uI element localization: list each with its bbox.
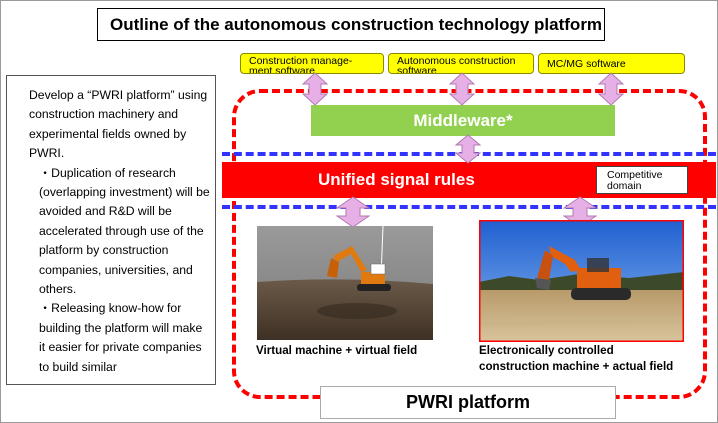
virtual-machine-caption: Virtual machine + virtual field: [256, 344, 418, 357]
competitive-domain-label: Competitive domain: [596, 166, 688, 194]
unified-signal-rules-label: Unified signal rules: [318, 170, 475, 189]
middleware-bar: Middleware*: [311, 105, 615, 136]
lower-blue-dashed-line: [222, 205, 716, 209]
mcmg-software-box: MC/MG software: [538, 53, 685, 74]
pwri-platform-label: PWRI platform: [320, 386, 616, 419]
diagram-title: Outline of the autonomous construction t…: [97, 8, 605, 41]
construction-management-software-box: Construction manage- ment software: [240, 53, 384, 74]
double-arrow-icon: [336, 196, 370, 228]
description-bullet-2: ・Releasing know-how for building the pla…: [39, 301, 203, 374]
double-arrow-icon: [449, 72, 475, 106]
autonomous-construction-software-box: Autonomous construction software: [388, 53, 534, 74]
double-arrow-icon: [455, 134, 481, 164]
actual-machine-caption: Electronically controlled construction m…: [479, 344, 674, 373]
description-bullet-1: ・Duplication of research (overlapping in…: [39, 165, 210, 297]
actual-machine-photo: [479, 220, 684, 342]
double-arrow-icon: [302, 72, 328, 106]
virtual-machine-image: [257, 226, 433, 340]
description-box: Develop a “PWRI platform” using construc…: [6, 75, 216, 385]
double-arrow-icon: [598, 72, 624, 106]
description-intro: Develop a “PWRI platform” using construc…: [29, 88, 208, 161]
